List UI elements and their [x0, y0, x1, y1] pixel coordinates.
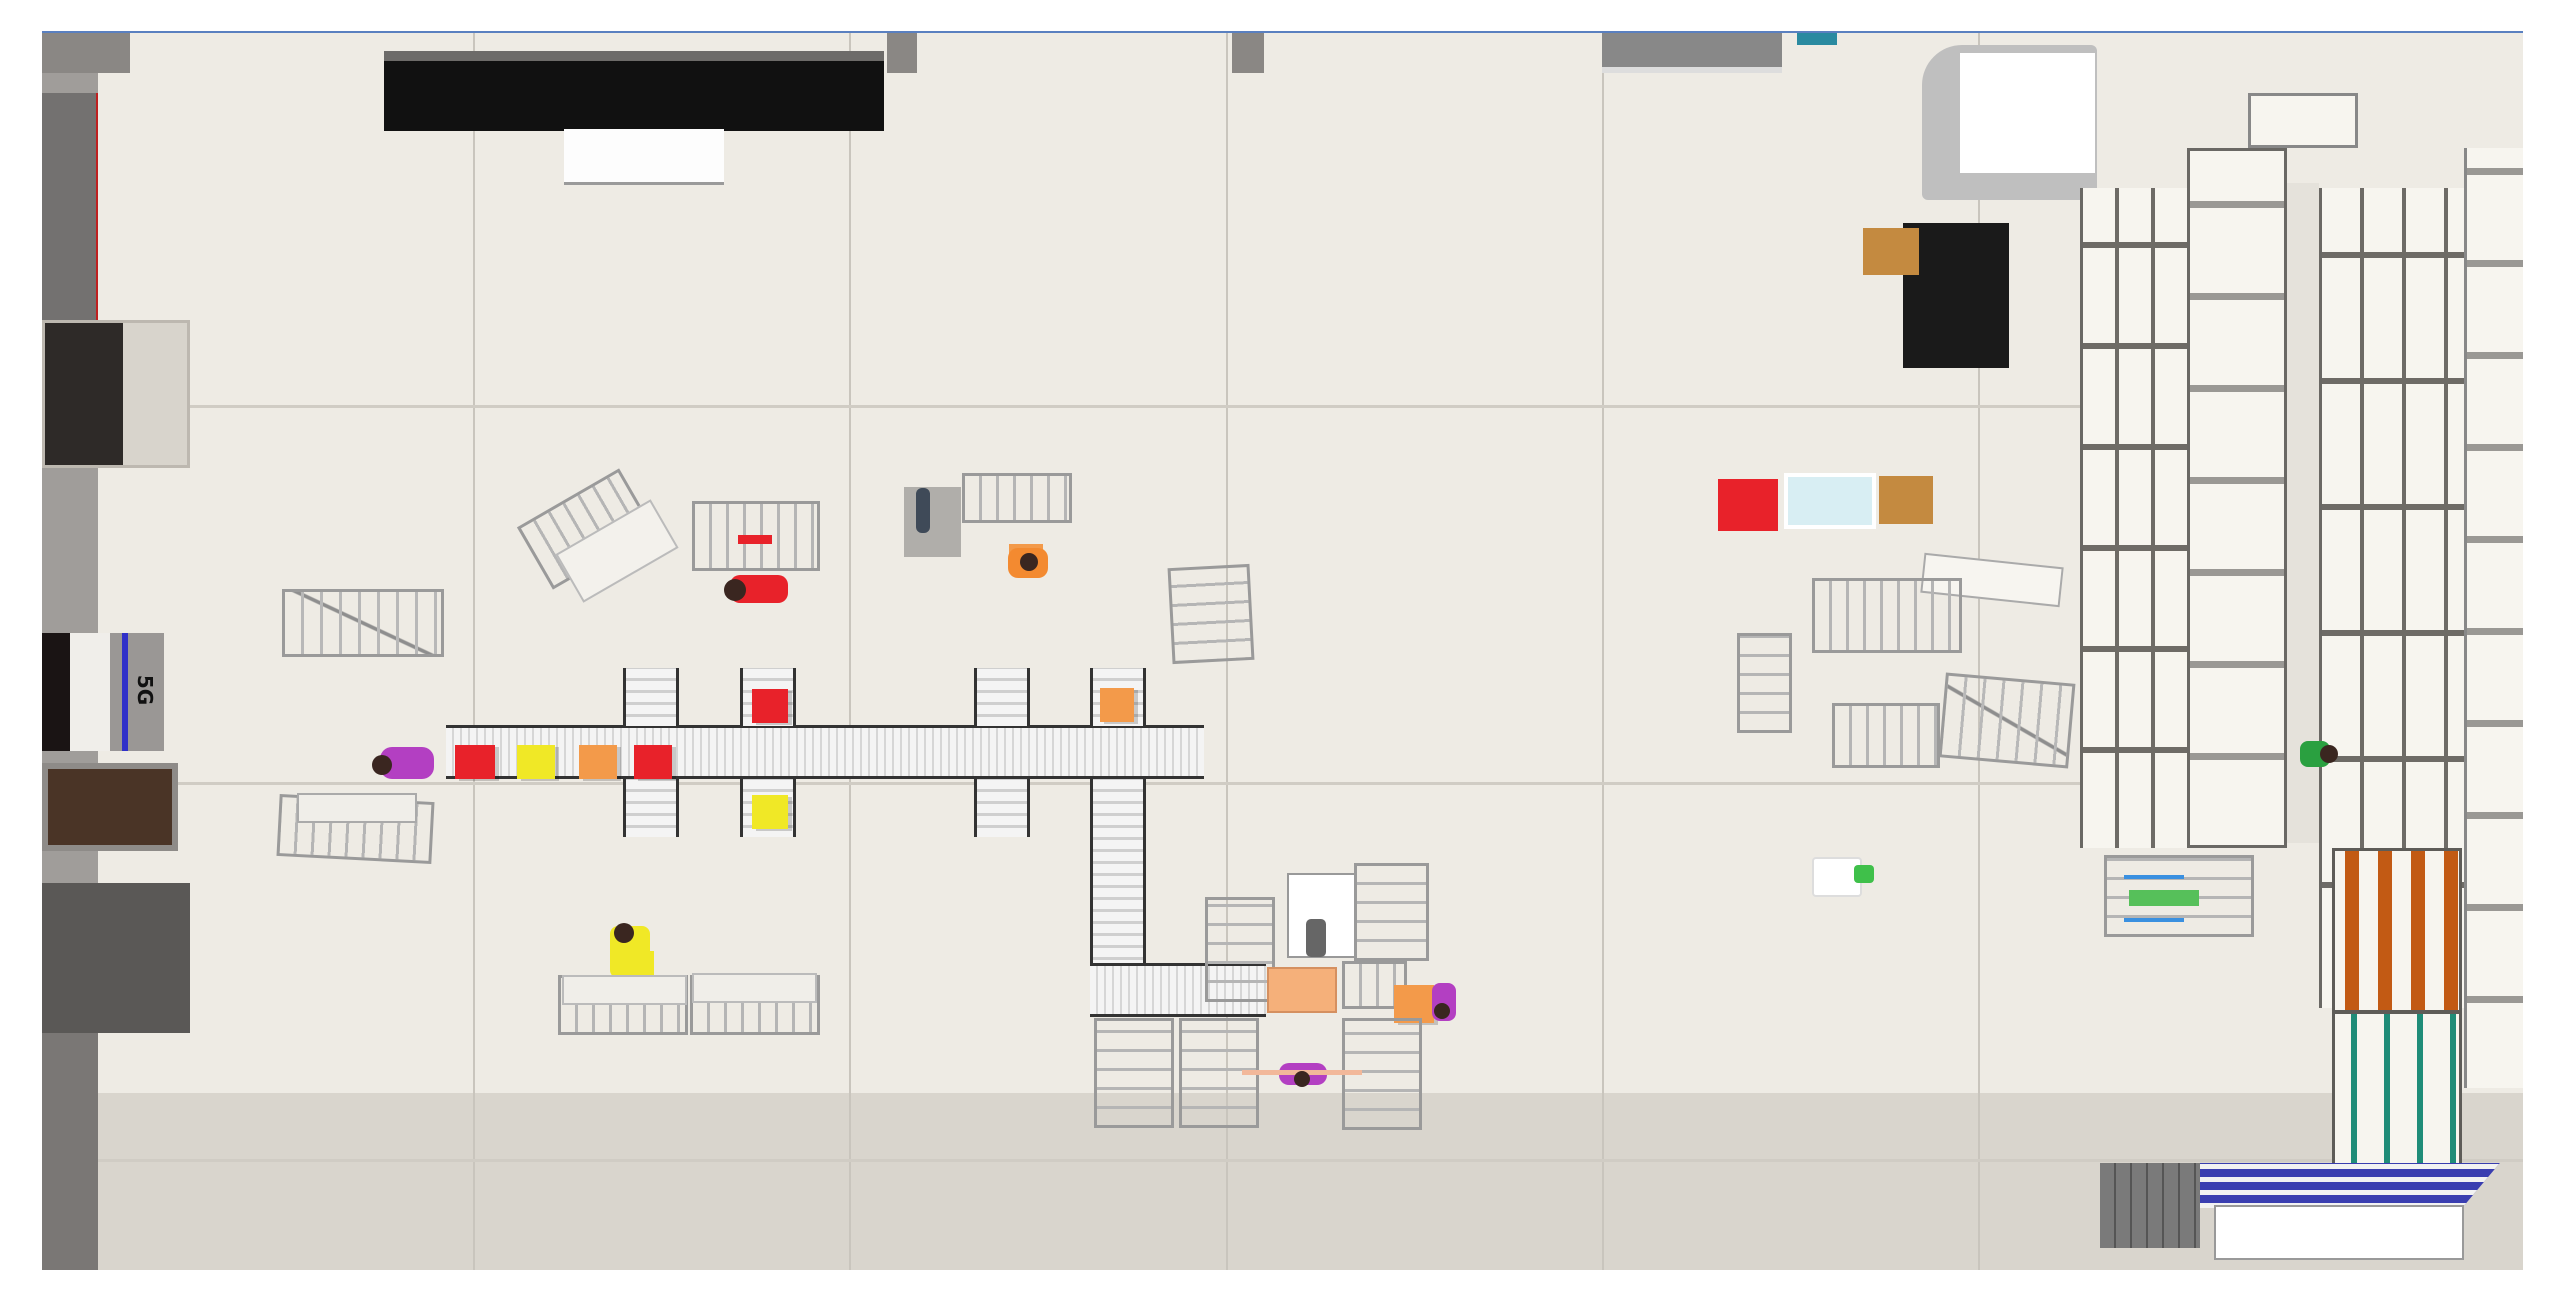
cart-table — [297, 793, 417, 823]
conveyor-branch-down — [974, 779, 1030, 837]
agv-blue-rail — [2124, 918, 2184, 922]
cart — [1167, 563, 1255, 665]
grid-line — [849, 33, 851, 1270]
left-wall-door — [42, 93, 98, 333]
grid-line — [42, 1159, 2523, 1162]
agv-blue-rail — [2124, 875, 2184, 879]
blue-rack-side — [2100, 1163, 2200, 1248]
cart — [1354, 863, 1429, 961]
cart — [962, 473, 1072, 523]
5g-panel-blue-stripe — [122, 633, 128, 751]
agv-green-part — [1854, 865, 1874, 883]
cart — [1737, 633, 1792, 733]
shelf-right-end — [2464, 148, 2523, 1088]
grid-line — [42, 782, 2523, 785]
conveyor-vertical-down — [1090, 779, 1146, 969]
teal-bins — [2332, 1011, 2462, 1171]
5g-panel-white — [70, 633, 110, 751]
glass-cabinet — [1784, 473, 1876, 529]
grid-line — [473, 33, 475, 1270]
worker-head — [724, 579, 746, 601]
worker-head — [1434, 1003, 1450, 1019]
yellow-box-carried — [622, 951, 654, 979]
worker-head — [1294, 1071, 1310, 1087]
cart — [1094, 1018, 1174, 1128]
conveyor-branch-up — [623, 668, 679, 726]
top-cabinet-screen — [1797, 33, 1837, 45]
black-machine-top — [384, 51, 884, 131]
worker-head — [2320, 745, 2338, 763]
box-red — [455, 745, 495, 779]
red-tray — [738, 535, 772, 544]
5g-label: 5G — [133, 674, 158, 706]
worker-head — [1020, 553, 1038, 571]
robot-arm-small — [1306, 919, 1326, 957]
left-wall-bottom — [42, 1033, 98, 1270]
cart-table — [562, 975, 687, 1005]
box-yellow — [752, 795, 788, 829]
5g-panel-grey — [110, 633, 164, 751]
wooden-desk — [1863, 228, 1919, 275]
box-orange — [579, 745, 617, 779]
worker-head — [614, 923, 634, 943]
black-server-rack — [1903, 223, 2009, 368]
box-orange — [1100, 688, 1134, 722]
wooden-desk — [1879, 476, 1933, 524]
box-orange-carried — [1394, 985, 1434, 1023]
cart — [282, 589, 444, 657]
conveyor-branch-down — [623, 779, 679, 837]
top-cabinet — [1602, 33, 1782, 73]
orange-bins — [2332, 848, 2462, 1013]
cart — [1938, 672, 2076, 769]
robot-arm — [916, 488, 930, 533]
agv-green-bar — [2129, 890, 2199, 906]
shelf-aisle — [2287, 183, 2319, 843]
grid-line — [1602, 33, 1604, 1270]
cart-table — [692, 973, 817, 1003]
box-red — [634, 745, 672, 779]
cart — [1205, 897, 1275, 1002]
robot-base — [904, 487, 961, 557]
wall-pillar — [887, 33, 917, 73]
agv-robot — [1812, 857, 1862, 897]
wall-pillar — [1232, 33, 1264, 73]
left-wall-top-block — [42, 33, 130, 73]
simulation-viewport[interactable]: 5G — [42, 31, 2523, 1270]
cart — [1812, 578, 1962, 653]
cylindrical-machine-top — [1960, 53, 2095, 173]
shelf-top-cap — [2248, 93, 2358, 148]
worker-head — [372, 755, 392, 775]
box-yellow — [517, 745, 555, 779]
grid-line — [42, 405, 2523, 408]
red-machine — [1718, 479, 1778, 531]
left-wall-window-photo — [42, 320, 190, 468]
white-table-top — [564, 129, 724, 185]
box-red — [752, 689, 788, 723]
left-wall-5g-panel: 5G — [42, 633, 164, 751]
grid-line — [1978, 33, 1980, 1270]
conveyor-branch-up — [974, 668, 1030, 726]
left-wall-dark-block — [42, 883, 190, 1033]
left-wall-brown-window — [42, 763, 178, 851]
cart — [1832, 703, 1940, 768]
main-conveyor — [446, 725, 1204, 779]
blue-rack-front — [2214, 1205, 2464, 1260]
storage-shelf-left-top — [2187, 148, 2287, 848]
cart — [692, 501, 820, 571]
packing-table — [1267, 967, 1337, 1013]
